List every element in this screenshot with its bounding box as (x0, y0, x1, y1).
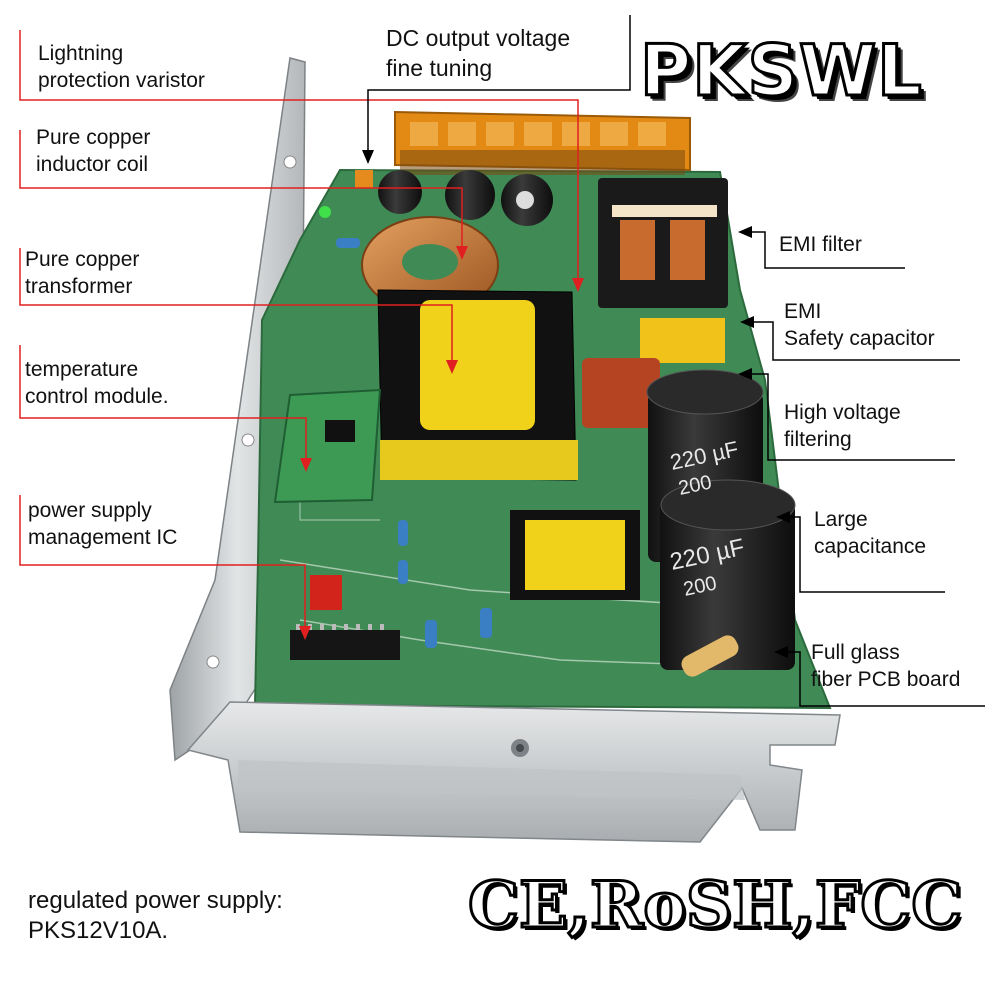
label-line: protection varistor (38, 69, 205, 92)
leader-lines-red (19, 30, 579, 630)
label-lightning-varistor: Lightning protection varistor (38, 40, 205, 94)
label-line: control module. (25, 385, 169, 408)
label-line: Safety capacitor (784, 327, 935, 350)
label-line: Lightning (38, 42, 124, 65)
label-line: capacitance (814, 535, 927, 558)
label-line: power supply (28, 499, 152, 522)
certifications-text: CE,RoSH,FCC (466, 867, 963, 945)
label-line: Pure copper (36, 126, 151, 149)
label-line: fine tuning (386, 55, 493, 81)
emi-filter-choke (598, 178, 728, 308)
voltage-trimmer (355, 170, 373, 188)
label-line: management IC (28, 526, 178, 549)
caption-line: PKS12V10A. (28, 917, 169, 944)
label-management-ic: power supply management IC (28, 497, 177, 551)
resistors (336, 238, 492, 648)
leader-arrowheads-red (299, 246, 584, 640)
chassis-front-bracket (186, 701, 841, 843)
label-transformer: Pure copper transformer (25, 246, 139, 300)
label-line: Full glass (811, 641, 900, 664)
label-line: EMI filter (779, 233, 862, 256)
label-emi-filter: EMI filter (779, 231, 862, 258)
label-line: filtering (784, 428, 852, 451)
label-line: Pure copper (25, 248, 140, 271)
management-ic-chip (290, 624, 400, 660)
terminal-block (394, 110, 691, 175)
label-pcb-board: Full glass fiber PCB board (811, 639, 960, 693)
indicator-led (319, 206, 331, 218)
red-capacitor (310, 575, 342, 610)
label-line: EMI (784, 300, 822, 323)
safety-capacitor (640, 318, 725, 363)
label-line: DC output voltage (386, 25, 571, 51)
switching-transformer (510, 510, 640, 600)
temperature-control-module (273, 388, 382, 504)
label-line: inductor coil (36, 153, 149, 176)
label-dc-voltage-tuning: DC output voltage fine tuning (386, 23, 570, 83)
caption-line: regulated power supply: (28, 887, 283, 914)
product-caption: regulated power supply: PKS12V10A. (28, 886, 283, 946)
label-line: fiber PCB board (811, 668, 961, 691)
output-capacitors (378, 170, 553, 226)
label-line: temperature (25, 358, 139, 381)
label-large-capacitance: Large capacitance (814, 506, 926, 560)
label-line: transformer (25, 275, 133, 298)
main-transformer (377, 289, 578, 481)
large-capacitor-2 (660, 479, 796, 670)
label-safety-capacitor: EMI Safety capacitor (784, 298, 935, 352)
label-line: Large (814, 508, 868, 531)
leader-lines-black (367, 15, 985, 707)
brand-logo: PKSWL (639, 29, 985, 114)
film-capacitor (582, 358, 660, 428)
label-high-voltage-filtering: High voltage filtering (784, 399, 901, 453)
label-temperature-module: temperature control module. (25, 356, 169, 410)
label-line: High voltage (784, 401, 901, 424)
leader-arrowheads-black (362, 150, 790, 658)
power-resistor (681, 635, 739, 677)
label-inductor-coil: Pure copper inductor coil (36, 124, 150, 178)
brand-logo-text: PKSWL (639, 29, 924, 114)
inductor-coil (361, 216, 499, 314)
